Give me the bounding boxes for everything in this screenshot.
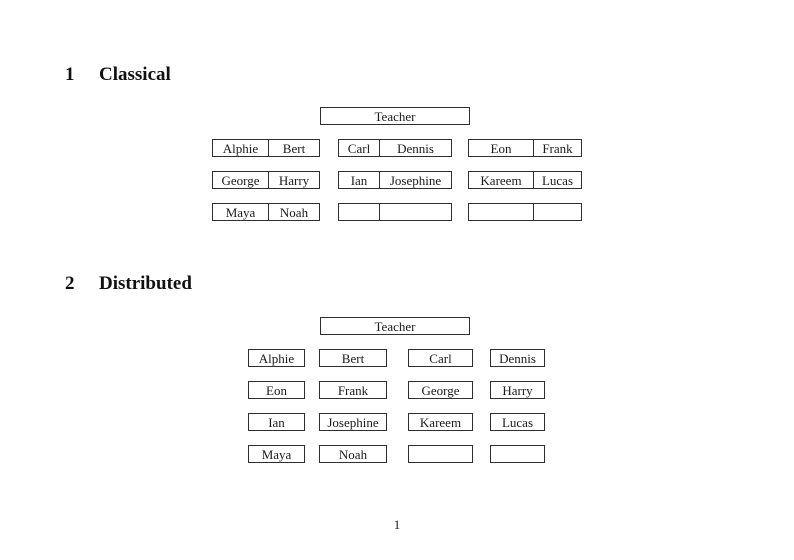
section-title: Distributed [99,273,192,294]
section-number: 1 [65,64,75,85]
teacher-label: Teacher [374,108,416,124]
desk: Frank [319,381,387,399]
desk-seat: George [421,382,460,398]
desk-seat: Eon [266,382,287,398]
desk-seat-empty [469,204,534,220]
desk-seat: George [213,172,269,188]
desk-empty [408,445,473,463]
desk-seat: Noah [338,446,368,462]
desk-seat: Ian [268,414,285,430]
desk-seat: Dennis [397,140,434,156]
desk: George [408,381,473,399]
teacher-label: Teacher [374,318,416,334]
desk-seat: Alphie [258,350,295,366]
desk: Noah [319,445,387,463]
desk-seat: Josephine [327,414,379,430]
desk-seat: Bert [282,140,306,156]
page-number: 1 [393,517,401,532]
desk-seat: Lucas [501,414,534,430]
desk-seat: Noah [279,204,309,220]
desk-seat-empty [380,204,451,220]
teacher-box-distributed: Teacher [320,317,470,335]
desk-seat: Kareem [469,172,534,188]
desk-seat: Kareem [419,414,462,430]
desk: Carl [408,349,473,367]
desk-seat-empty [534,204,581,220]
desk: Bert [319,349,387,367]
desk-seat: Harry [278,172,310,188]
desk: Carl Dennis [338,139,452,157]
desk-seat: Josephine [389,172,442,188]
desk-seat: Carl [339,140,380,156]
desk-seat: Harry [502,382,533,398]
section-heading-distributed: 2 Distributed [65,273,192,295]
desk-seat: Maya [213,204,269,220]
desk-seat-empty [339,204,380,220]
desk: Ian [248,413,305,431]
desk-seat: Lucas [541,172,574,188]
desk-seat: Carl [429,350,452,366]
desk-seat: Maya [261,446,292,462]
desk: Ian Josephine [338,171,452,189]
section-number: 2 [65,273,75,294]
desk-empty [338,203,452,221]
desk-seat: Dennis [499,350,536,366]
desk: Maya Noah [212,203,320,221]
desk-seat: Frank [337,382,369,398]
desk-seat: Eon [469,140,534,156]
desk: Harry [490,381,545,399]
desk: George Harry [212,171,320,189]
section-heading-classical: 1 Classical [65,64,171,86]
desk-empty [468,203,582,221]
desk: Alphie Bert [212,139,320,157]
desk-empty [490,445,545,463]
desk-seat: Frank [542,140,573,156]
desk: Maya [248,445,305,463]
section-title: Classical [99,64,171,85]
desk: Kareem [408,413,473,431]
desk-seat: Ian [339,172,380,188]
desk-seat: Alphie [213,140,269,156]
desk: Eon [248,381,305,399]
desk-seat: Bert [341,350,365,366]
desk: Kareem Lucas [468,171,582,189]
desk: Alphie [248,349,305,367]
desk: Lucas [490,413,545,431]
desk: Eon Frank [468,139,582,157]
desk: Dennis [490,349,545,367]
desk: Josephine [319,413,387,431]
teacher-box-classical: Teacher [320,107,470,125]
